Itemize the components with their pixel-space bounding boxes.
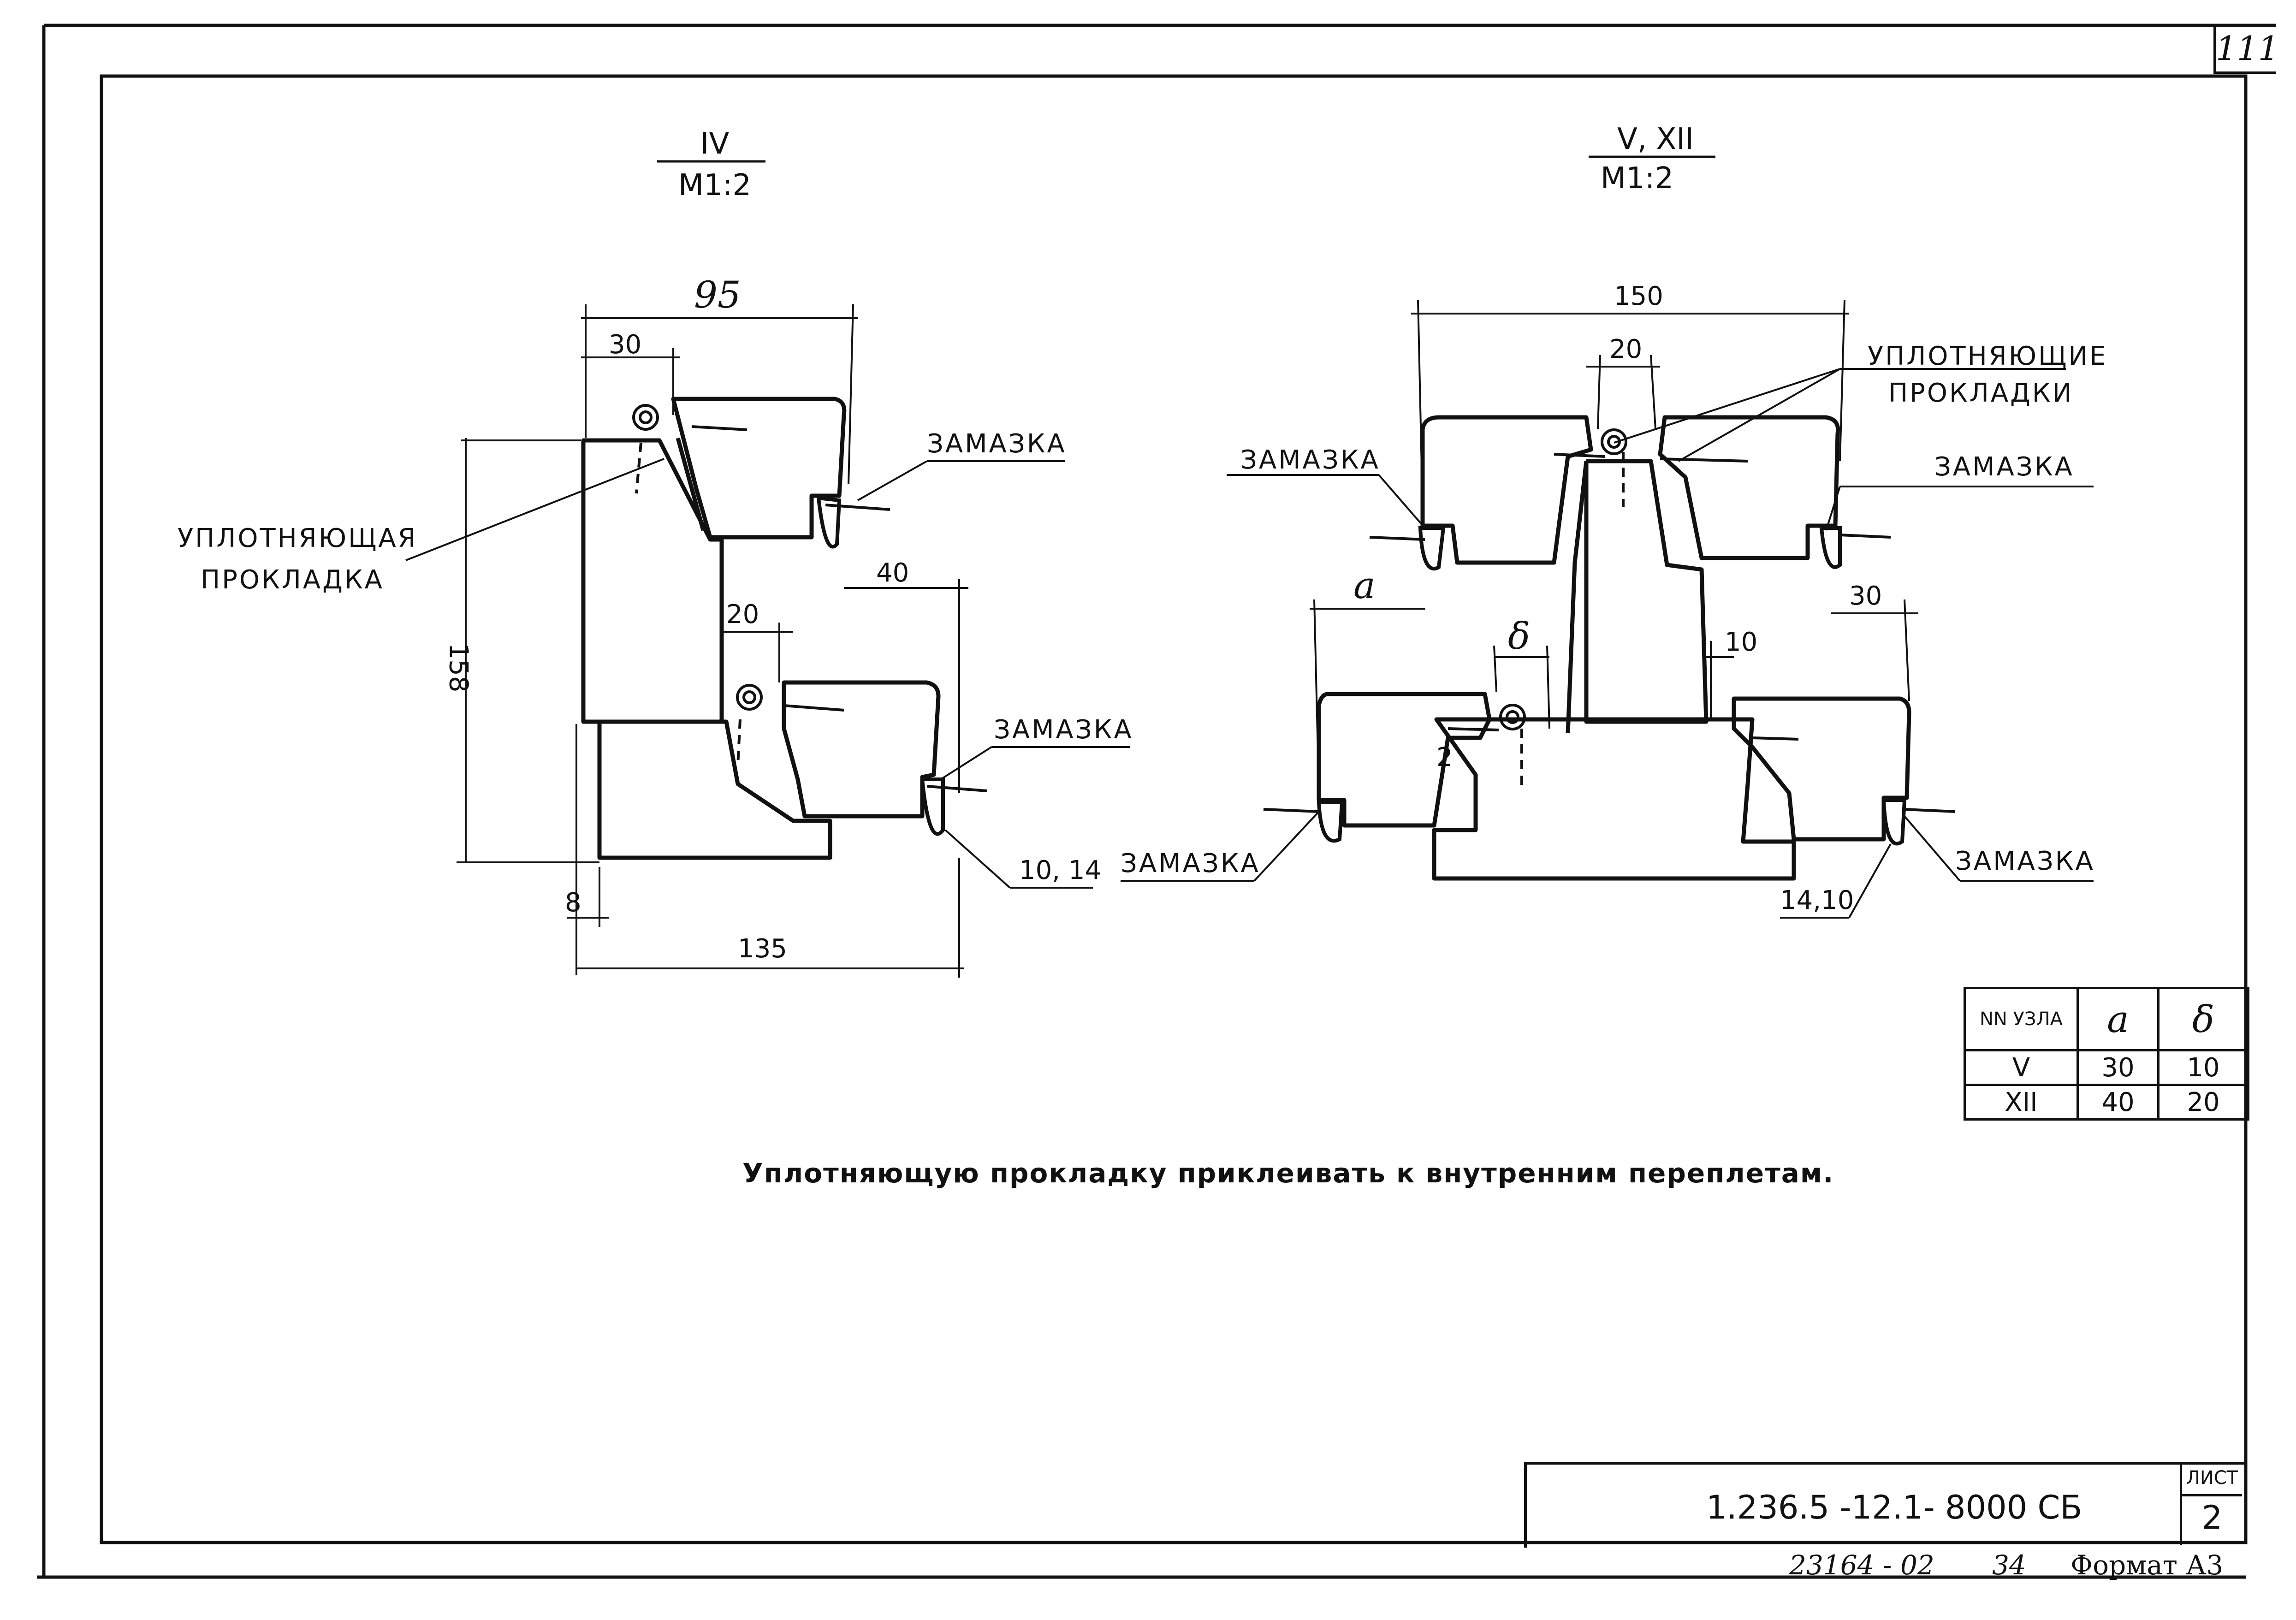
dim-var-a: a bbox=[1353, 564, 1376, 607]
node-table-row-a: 30 bbox=[2076, 1049, 2160, 1086]
dim-30-right: 30 bbox=[1849, 581, 1882, 611]
section-iv-screws bbox=[635, 425, 987, 792]
sheet-cell: ЛИСТ 2 bbox=[2180, 1462, 2242, 1545]
copy-number: 34 bbox=[1992, 1549, 2026, 1581]
putty-label-iv-top: ЗАМАЗКА bbox=[927, 429, 1067, 459]
dim-var-delta: δ bbox=[1508, 615, 1531, 658]
dim-10-right: 10 bbox=[1725, 627, 1758, 657]
section-v-xii-gaskets bbox=[1499, 428, 1627, 730]
node-table-row-delta: 20 bbox=[2157, 1084, 2249, 1121]
scale-underlines bbox=[657, 155, 1715, 163]
drawing-code: 1.236.5 -12.1- 8000 СБ bbox=[1706, 1489, 2082, 1526]
format-label: Формат А3 bbox=[2071, 1549, 2224, 1581]
section-v-xii-scale: М1:2 bbox=[1600, 161, 1674, 196]
dim-40: 40 bbox=[876, 558, 909, 588]
section-iv-title: IV bbox=[700, 127, 730, 161]
section-iv-gaskets bbox=[632, 404, 763, 711]
putty-label-v-bottom-left: ЗАМАЗКА bbox=[1121, 849, 1260, 878]
sheet-number: 2 bbox=[2201, 1499, 2223, 1537]
page-number: 111 bbox=[2213, 25, 2279, 74]
section-iv-profiles bbox=[581, 397, 941, 860]
node-table-row-a: 40 bbox=[2076, 1084, 2160, 1121]
inventory-number: 23164 - 02 bbox=[1789, 1549, 1934, 1581]
putty-label-v-bottom-right: ЗАМАЗКА bbox=[1955, 846, 2095, 876]
dim-20-left: 20 bbox=[726, 599, 759, 629]
section-iv-scale: М1:2 bbox=[678, 168, 752, 202]
node-table-row-node: V bbox=[1964, 1049, 2079, 1086]
node-table: NN УЗЛА a δ V 30 10 XII 40 20 bbox=[1964, 987, 2249, 1121]
dim-8: 8 bbox=[565, 888, 581, 918]
section-v-xii-screws bbox=[1263, 452, 1956, 813]
inner-frame bbox=[100, 74, 2248, 1544]
assembly-note: Уплотняющую прокладку приклеивать к внут… bbox=[742, 1157, 1834, 1189]
dim-30-left: 30 bbox=[609, 330, 642, 360]
node-table-header-node: NN УЗЛА bbox=[1964, 987, 2079, 1051]
dim-2: 2 bbox=[1436, 742, 1453, 772]
profile-ref-right: 14,10 bbox=[1780, 885, 1854, 915]
putty-label-v-top-left: ЗАМАЗКА bbox=[1240, 445, 1380, 475]
gasket-label-line2: ПРОКЛАДКА bbox=[201, 565, 384, 595]
profile-ref-left: 10, 14 bbox=[1019, 855, 1102, 885]
putty-label-v-top-right: ЗАМАЗКА bbox=[1934, 452, 2074, 482]
section-iv-dimensions bbox=[405, 304, 1130, 978]
section-v-xii-profiles bbox=[1317, 415, 1911, 881]
putty-label-iv-bottom: ЗАМАЗКА bbox=[994, 715, 1133, 745]
dim-150: 150 bbox=[1614, 281, 1663, 311]
title-block bbox=[1524, 1462, 2246, 1548]
node-table-row-delta: 10 bbox=[2157, 1049, 2249, 1086]
node-table-row-node: XII bbox=[1964, 1084, 2079, 1121]
section-v-xii-dimensions bbox=[1121, 299, 2094, 919]
sheet-label: ЛИСТ bbox=[2182, 1462, 2242, 1496]
section-v-xii-putty bbox=[1317, 526, 1907, 846]
node-table-header-delta: δ bbox=[2157, 987, 2249, 1051]
node-table-header-a: a bbox=[2076, 987, 2160, 1051]
section-v-xii-title: V, XII bbox=[1617, 122, 1694, 156]
dim-158: 158 bbox=[443, 643, 474, 693]
gaskets-label-line2: ПРОКЛАДКИ bbox=[1888, 378, 2074, 408]
section-iv-putty bbox=[816, 496, 945, 836]
dim-20-right: 20 bbox=[1609, 334, 1643, 364]
gasket-label-line1: УПЛОТНЯЮЩАЯ bbox=[178, 523, 418, 553]
gaskets-label-line1: УПЛОТНЯЮЩИЕ bbox=[1868, 341, 2108, 371]
dim-95: 95 bbox=[694, 273, 741, 316]
dim-135: 135 bbox=[738, 934, 787, 964]
